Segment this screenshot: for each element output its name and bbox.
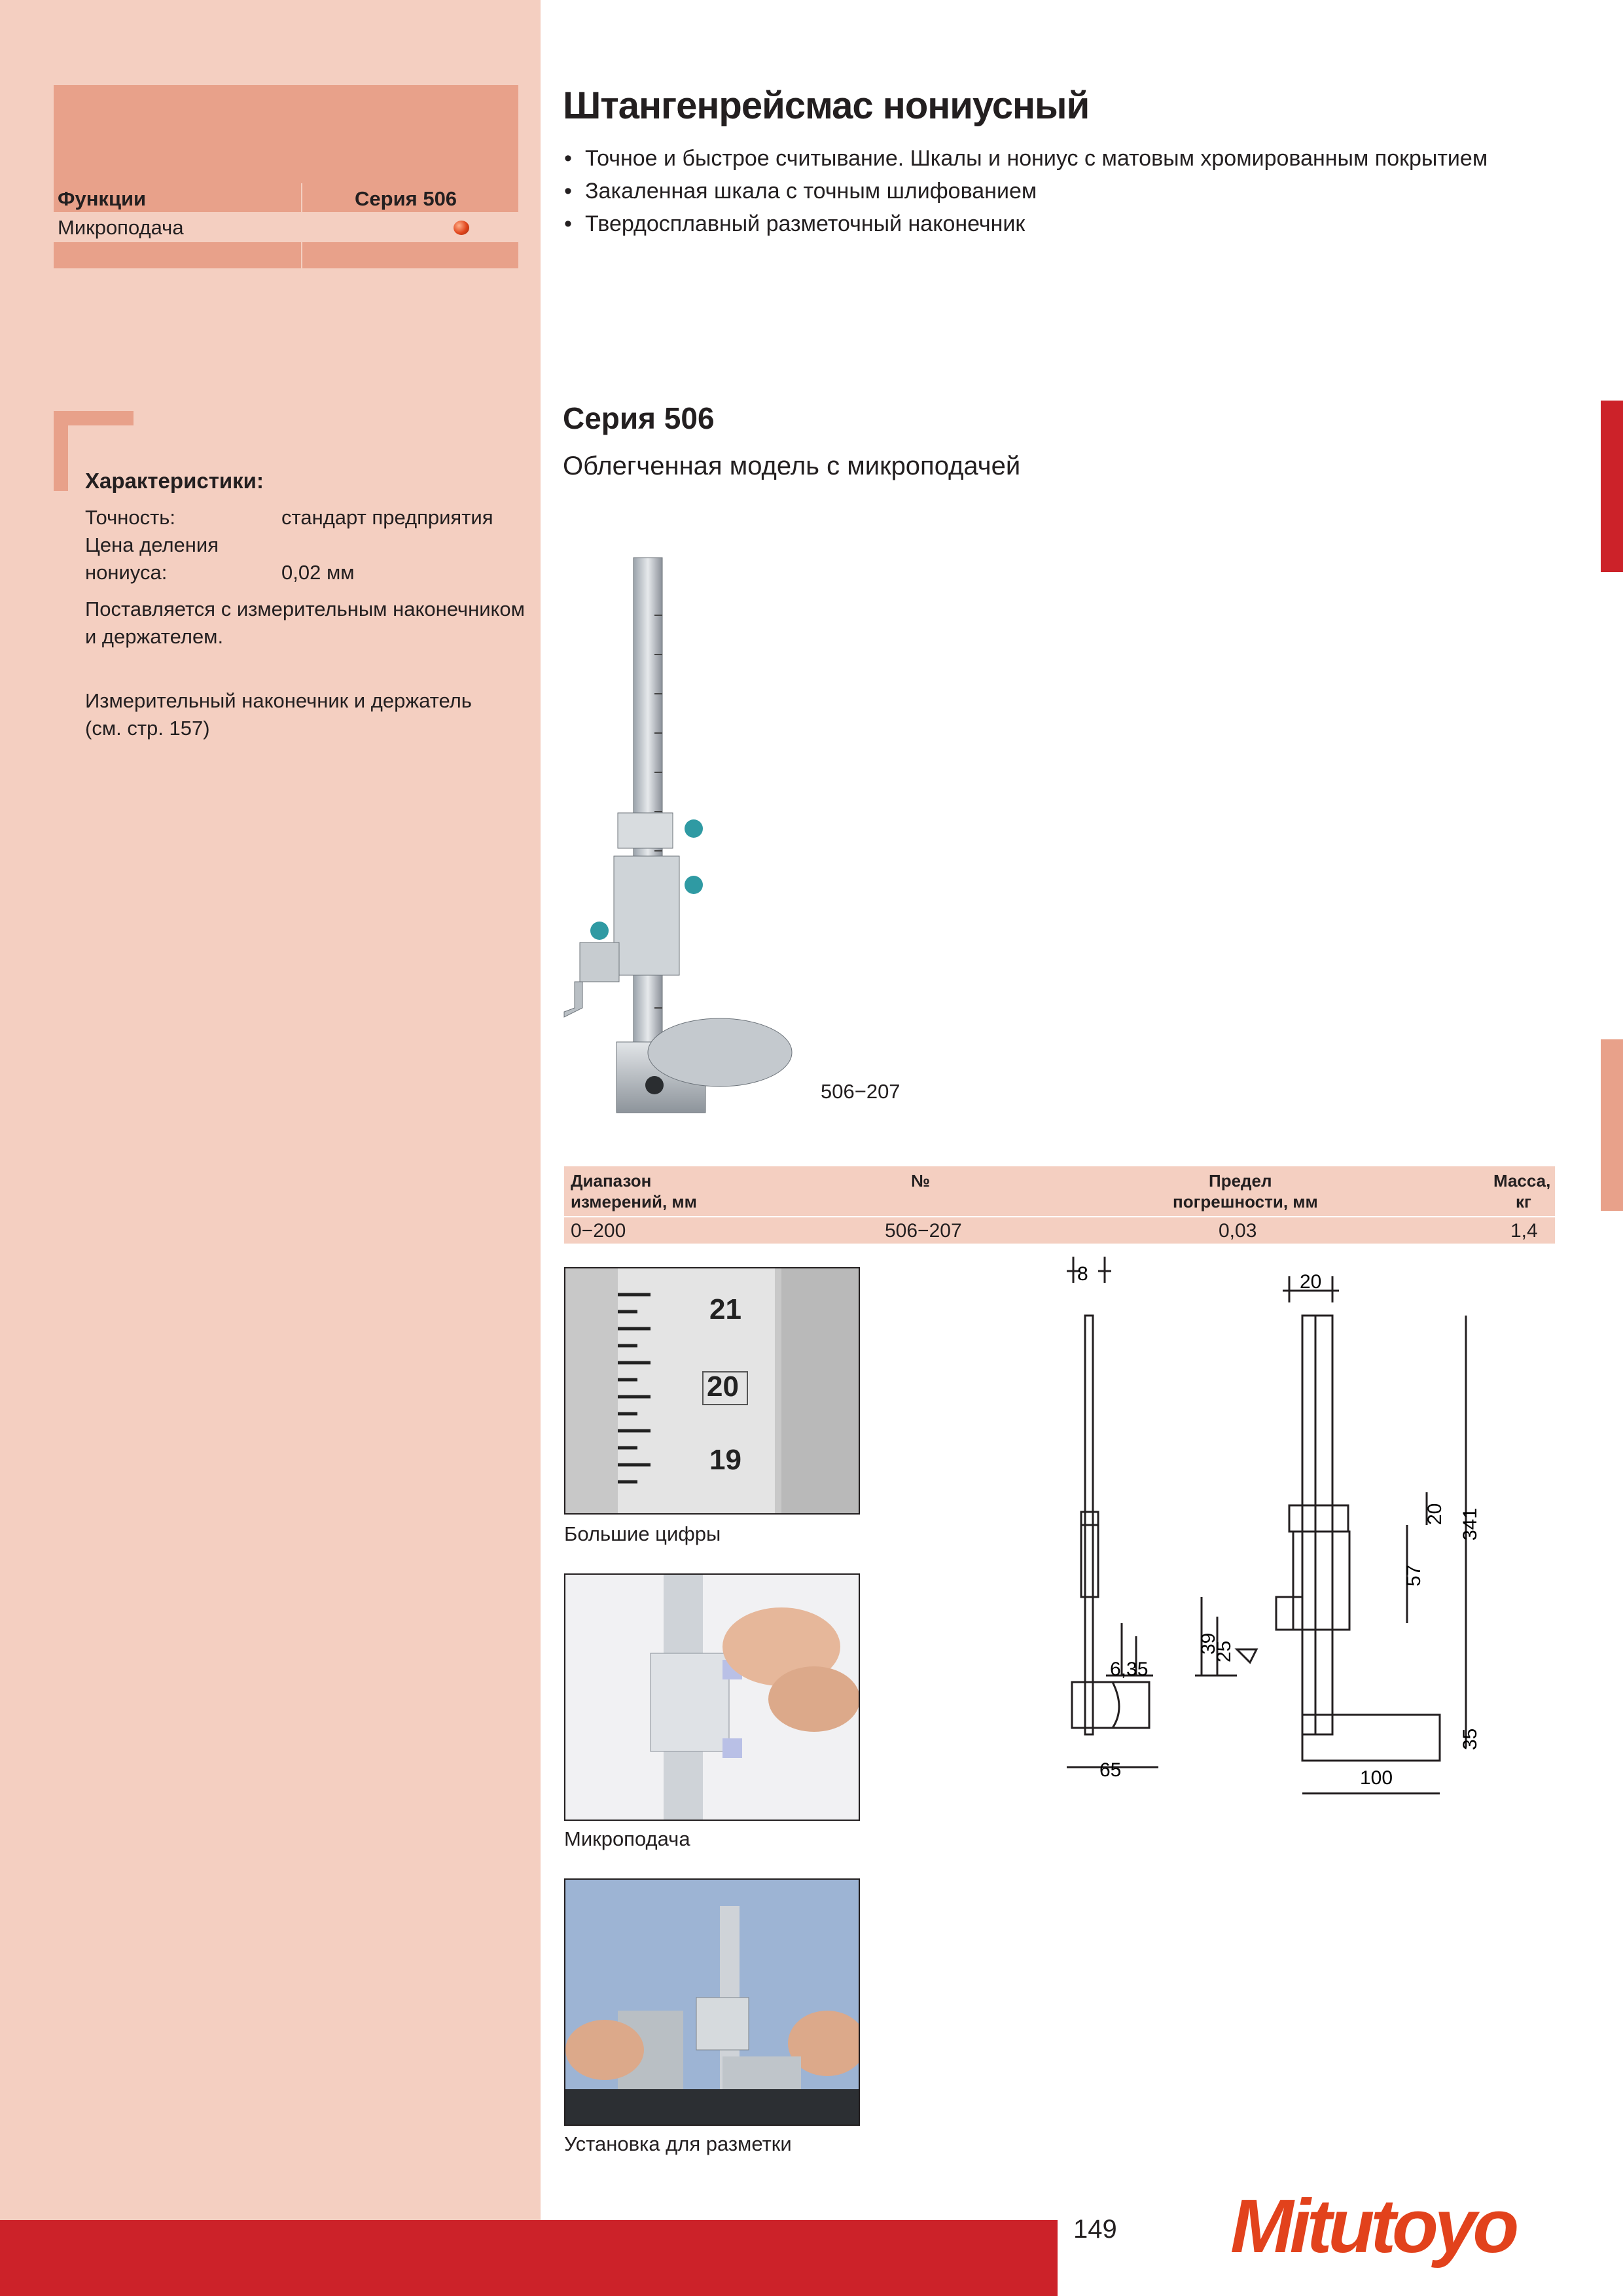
dim-label: 6,35 [1110,1659,1148,1680]
cell-error: 0,03 [1219,1220,1257,1242]
tip-text: Измерительный наконечник и держатель [85,689,472,712]
scale-digit: 20 [707,1371,739,1403]
table-band [54,242,518,268]
series-subtitle: Облегченная модель с микроподачей [563,452,1021,480]
dim-label: 35 [1459,1729,1481,1750]
availability-dot-icon [454,221,469,235]
footer-panel [1058,2220,1623,2296]
division-value: 0,02 мм [281,561,355,584]
page-number: 149 [1073,2215,1117,2244]
marking-setup-photo [564,1878,860,2126]
header-mass: кг [1516,1192,1531,1211]
corner-bracket-icon [54,411,134,491]
accuracy-value: стандарт предприятия [281,506,493,529]
dim-label: 39 [1198,1633,1219,1655]
product-model-label: 506−207 [821,1080,901,1103]
feature-bullet: •Закаленная шкала с точным шлифованием [564,179,1037,204]
division-label: нониуса: [85,561,168,584]
cell-number: 506−207 [885,1220,962,1242]
dim-label: 341 [1459,1508,1481,1541]
header-error: Предел [1209,1171,1272,1191]
series-title: Серия 506 [563,401,715,435]
tip-text: (см. стр. 157) [85,717,210,740]
table-header-row [564,1166,1555,1216]
micro-feed-photo [564,1573,860,1821]
sidebar-panel [0,0,541,2220]
dim-label: 25 [1213,1641,1235,1662]
division-label: Цена деления [85,533,219,556]
photo-caption: Установка для разметки [564,2132,792,2155]
spec-table: Диапазон измерений, мм № Предел погрешно… [564,1166,1555,1244]
table-row [54,212,518,242]
functions-table: Функции Серия 506 Микроподача [54,85,518,268]
header-mass: Масса, [1493,1171,1551,1191]
col-header-series: Серия 506 [355,187,457,210]
big-digits-photo: 21 20 19 [564,1267,860,1515]
height-gauge-image [563,557,793,1113]
cell-range: 0−200 [571,1220,626,1242]
col-header-functions: Функции [58,187,147,210]
table-divider [301,183,302,268]
photo-caption: Большие цифры [564,1522,721,1545]
supplied-text: и держателем. [85,625,224,648]
row-label-microfeed: Микроподача [58,216,184,239]
brand-logo: Mitutoyo [1230,2183,1519,2269]
section-tab [1601,1039,1623,1211]
feature-bullet: •Твердосплавный разметочный наконечник [564,211,1026,236]
photo-caption: Микроподача [564,1827,690,1850]
dim-label: 20 [1424,1503,1446,1525]
header-error: погрешности, мм [1173,1192,1318,1211]
dim-label: 100 [1360,1767,1393,1789]
accuracy-label: Точность: [85,506,176,529]
dim-label: 8 [1077,1263,1088,1285]
dim-label: 57 [1403,1565,1425,1587]
dim-label: 65 [1099,1759,1121,1781]
section-tab [1601,401,1623,572]
table-row [564,1217,1555,1244]
page-title: Штангенрейсмас нониусный [563,84,1090,127]
supplied-text: Поставляется с измерительным наконечнико… [85,598,525,620]
characteristics-title: Характеристики: [85,469,264,493]
technical-drawing: 8 20 20 57 39 25 6,35 65 100 341 35 [1067,1257,1481,1795]
header-range: измерений, мм [571,1192,697,1211]
dim-label: 20 [1300,1271,1321,1293]
header-range: Диапазон [571,1171,652,1191]
table-header-row [54,183,518,212]
table-band [54,85,518,183]
scale-digit: 21 [709,1293,741,1325]
scale-digit: 19 [709,1444,741,1476]
header-number: № [911,1171,930,1191]
feature-bullet: •Точное и быстрое считывание. Шкалы и но… [564,146,1488,171]
cell-mass: 1,4 [1510,1220,1538,1242]
